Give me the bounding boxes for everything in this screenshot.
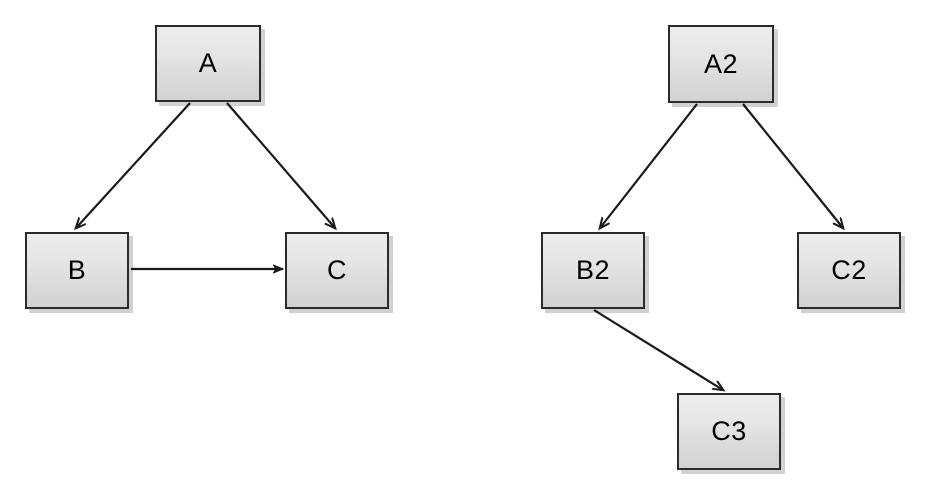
node-a2[interactable]: A2 — [668, 25, 774, 103]
node-label: A — [198, 48, 218, 78]
node-a[interactable]: A — [155, 25, 261, 102]
node-b2[interactable]: B2 — [541, 232, 645, 309]
node-c3[interactable]: C3 — [677, 393, 781, 470]
edges-group — [76, 102, 843, 390]
node-label: B2 — [575, 255, 611, 285]
node-c2[interactable]: C2 — [797, 232, 901, 309]
edge-a2-to-c2 — [742, 103, 843, 228]
node-label: C — [327, 255, 347, 285]
edge-a2-to-b2 — [600, 103, 698, 228]
edge-a-to-c — [226, 102, 335, 228]
node-label: C2 — [831, 255, 867, 285]
edge-a-to-b — [76, 102, 191, 228]
node-label: B — [67, 255, 87, 285]
node-label: A2 — [703, 48, 739, 79]
edge-b2-to-c3 — [593, 309, 723, 390]
node-label: C3 — [711, 416, 747, 446]
node-c[interactable]: C — [285, 232, 389, 309]
node-b[interactable]: B — [25, 232, 129, 309]
